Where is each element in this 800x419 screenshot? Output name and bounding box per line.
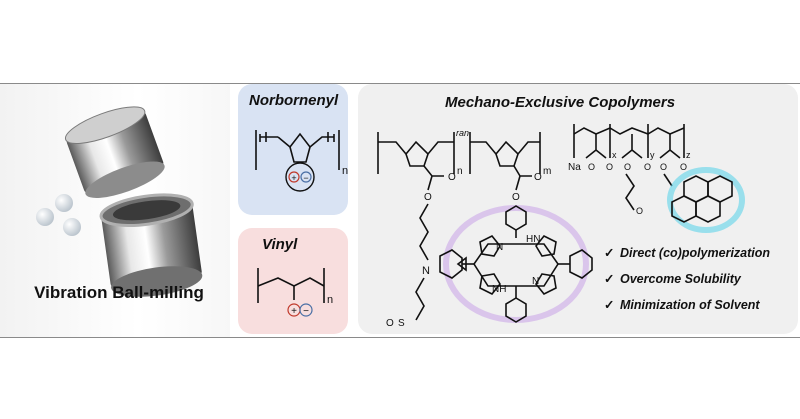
vinyl-label: Vinyl xyxy=(262,236,298,253)
sulfonate-s: S xyxy=(398,318,405,329)
copolymer-structures: O O N S O n ran O O m HN NH N N x y xyxy=(377,124,745,329)
subscript-n: n xyxy=(342,165,348,177)
plus-sign: + xyxy=(291,306,297,317)
bottom-divider xyxy=(0,337,800,338)
subscript-y: y xyxy=(650,150,655,160)
subscript-x: x xyxy=(612,150,617,160)
porphyrin-n: N xyxy=(496,242,503,253)
subscript-z: z xyxy=(686,150,691,160)
main-title: Vibration Ball-milling xyxy=(34,283,204,302)
vial-cap xyxy=(64,106,165,198)
ester-o: O xyxy=(660,162,667,172)
ammonium-n: N xyxy=(422,265,430,277)
pyrene-core xyxy=(667,167,745,233)
subscript-ran: ran xyxy=(456,128,469,138)
subscript-m: m xyxy=(543,166,551,177)
ester-o: O xyxy=(512,192,520,203)
minus-sign: − xyxy=(303,306,309,317)
porphyrin-core: HN NH N N xyxy=(439,205,593,323)
plus-sign: + xyxy=(291,173,296,183)
ball-mill-illustration xyxy=(36,106,203,297)
check-item: ✓Direct (co)polymerization xyxy=(604,246,771,260)
porphyrin-hn: HN xyxy=(526,234,540,245)
vial-body xyxy=(99,193,203,297)
carbonyl-o: O xyxy=(448,172,456,183)
milling-ball xyxy=(36,208,54,226)
check-icon: ✓ xyxy=(604,272,615,286)
norbornenyl-structure: + − n xyxy=(255,130,348,192)
porphyrin-n: N xyxy=(532,276,539,287)
sulfonate-o3: O xyxy=(386,318,394,329)
milling-ball xyxy=(55,194,73,212)
subscript-n: n xyxy=(457,166,463,177)
milling-ball xyxy=(63,218,81,236)
carbonyl-o: O xyxy=(680,162,687,172)
ester-o: O xyxy=(424,192,432,203)
sodium-ion: Na xyxy=(568,162,581,173)
porphyrin-nh: NH xyxy=(492,284,506,295)
ether-o: O xyxy=(636,206,643,216)
ester-o: O xyxy=(624,162,631,172)
top-divider xyxy=(0,83,800,84)
check-item: ✓Overcome Solubility xyxy=(604,272,741,286)
carboxylate-o: O xyxy=(588,162,595,172)
check-icon: ✓ xyxy=(604,298,615,312)
subscript-n: n xyxy=(327,294,333,306)
mechano-title: Mechano-Exclusive Copolymers xyxy=(445,94,676,111)
vinyl-structure: + − n xyxy=(257,268,333,317)
carbonyl-o: O xyxy=(534,172,542,183)
carbonyl-o: O xyxy=(606,162,613,172)
norbornenyl-label: Norbornenyl xyxy=(249,92,339,109)
carbonyl-o: O xyxy=(644,162,651,172)
minus-sign: − xyxy=(303,173,308,183)
check-item: ✓Minimization of Solvent xyxy=(604,298,760,312)
check-icon: ✓ xyxy=(604,246,615,260)
